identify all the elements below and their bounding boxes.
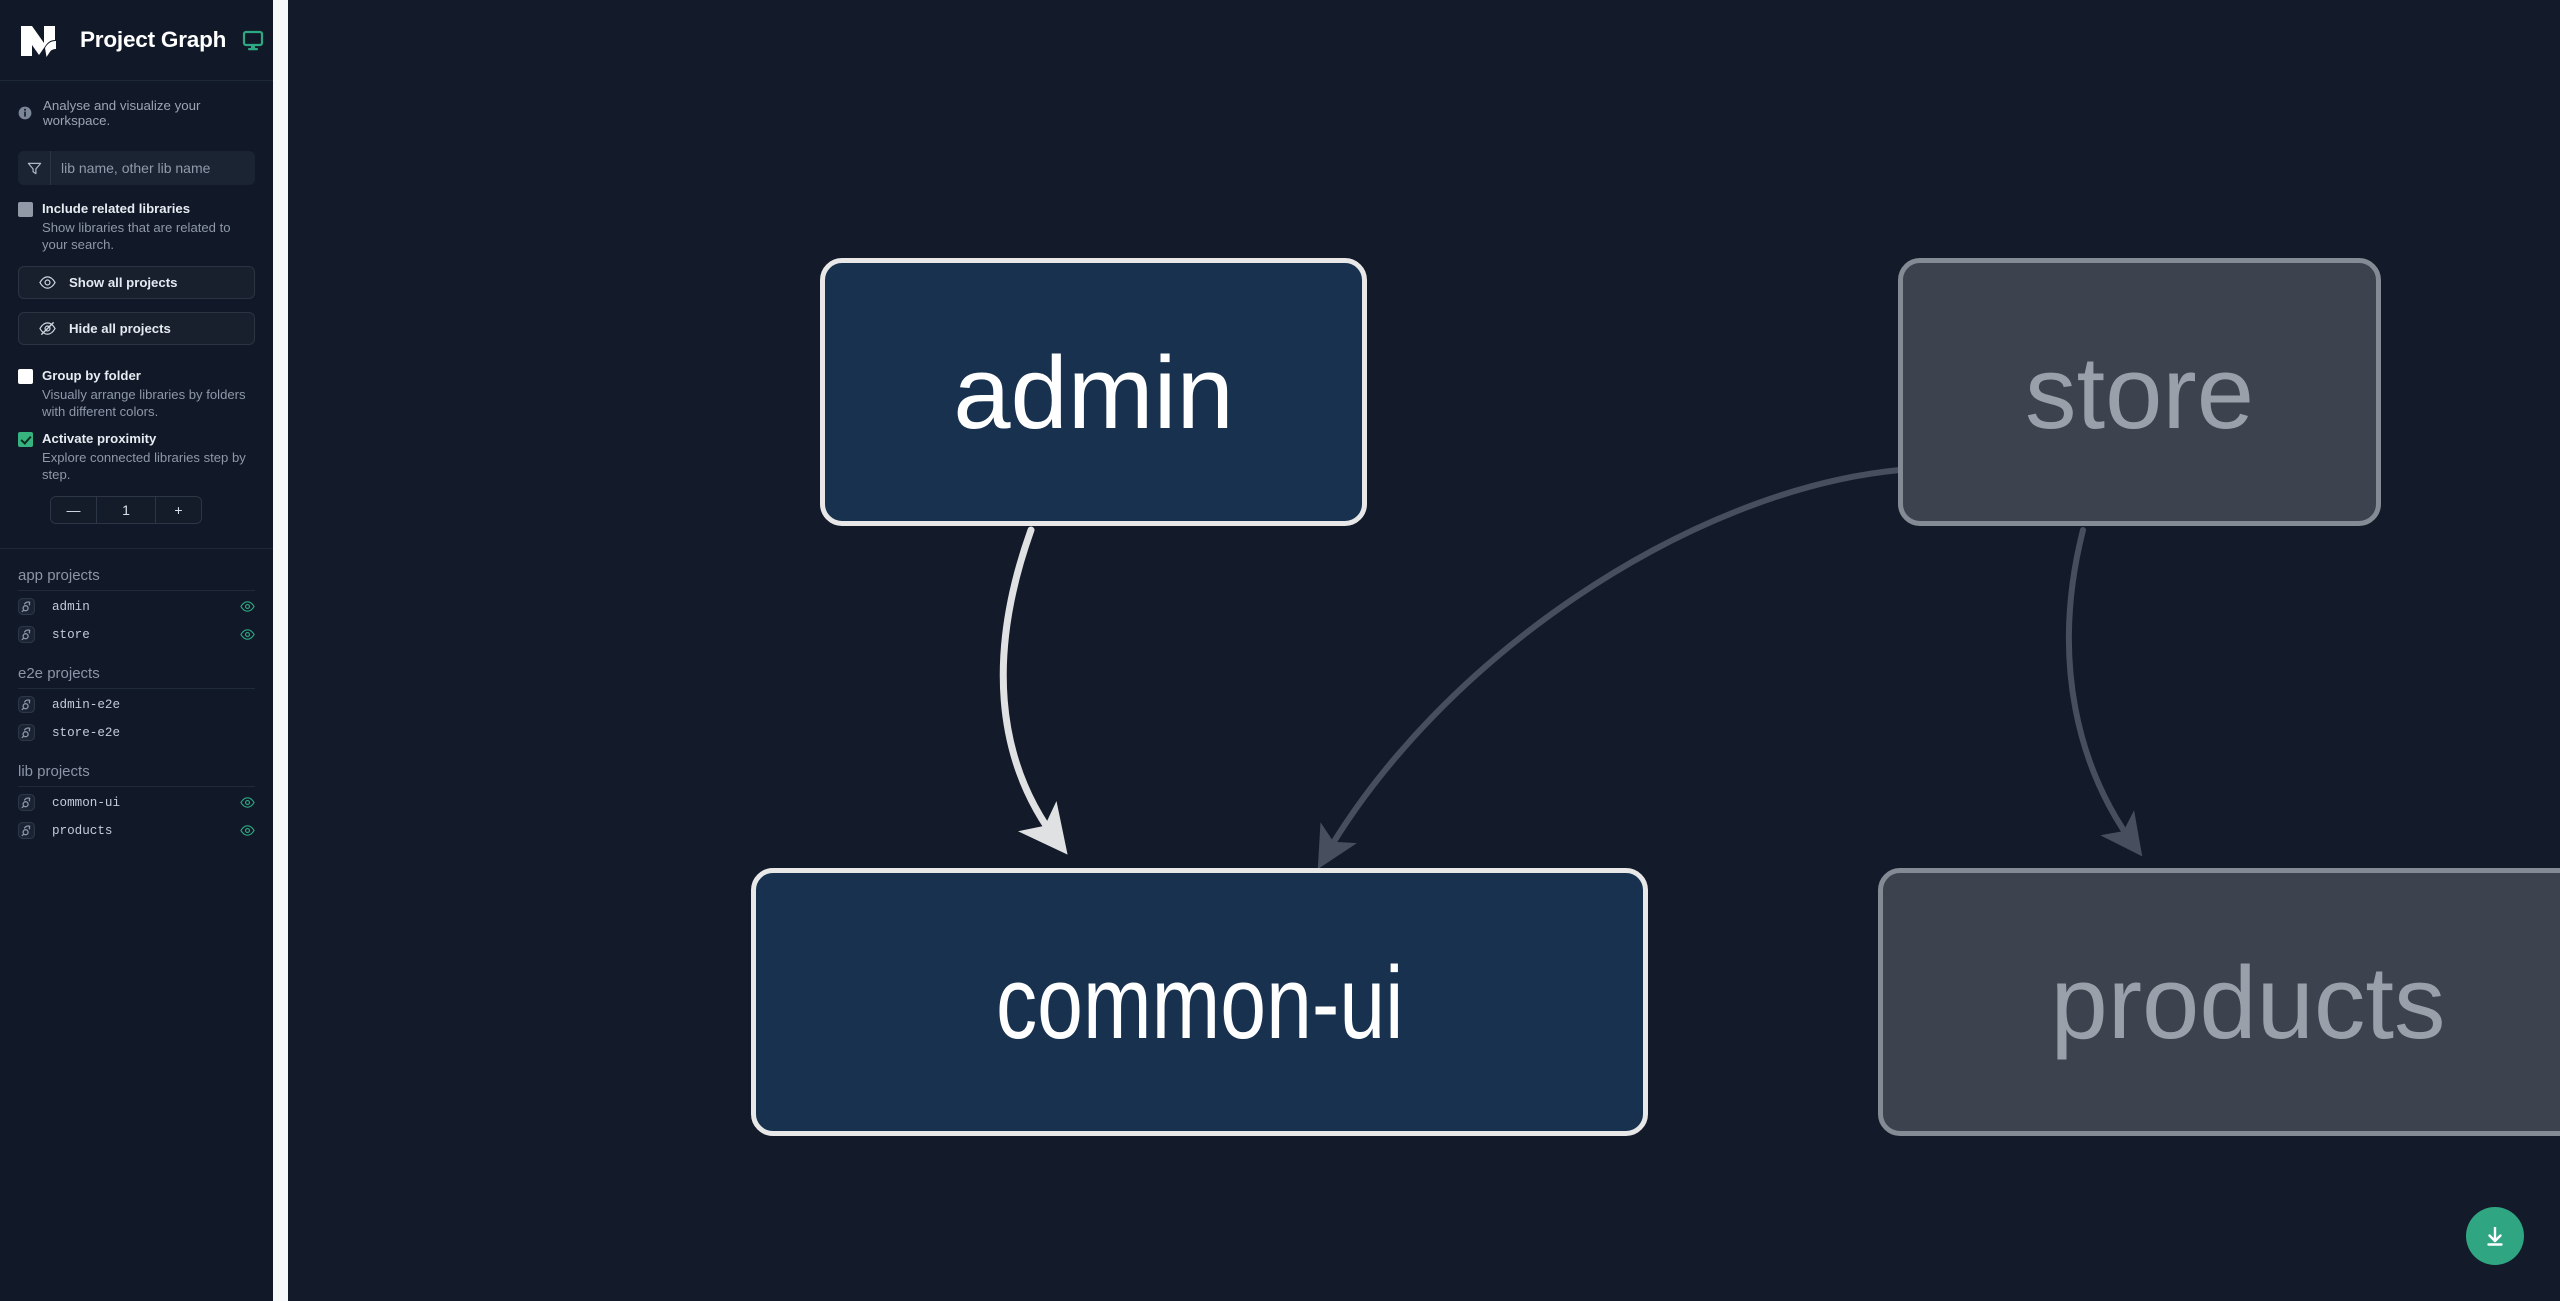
checkbox-include-related-libraries[interactable] — [18, 202, 33, 217]
option-include-related-libraries[interactable]: Include related libraries Show libraries… — [18, 200, 255, 253]
edge-store-to-common-ui — [1317, 467, 1903, 870]
option-activate-proximity[interactable]: Activate proximity Explore connected lib… — [18, 430, 255, 483]
option-group-by-folder[interactable]: Group by folder Visually arrange librari… — [18, 367, 255, 420]
option-label: Group by folder — [42, 368, 141, 383]
download-arrow-icon — [2487, 1227, 2503, 1246]
graph-canvas[interactable]: admin store common-ui products — [288, 0, 2560, 1301]
graph-node-label: admin — [953, 334, 1234, 450]
option-label: Include related libraries — [42, 201, 191, 216]
graph-edges — [999, 467, 2143, 870]
project-name: admin-e2e — [52, 697, 121, 712]
project-group-rule — [18, 786, 255, 787]
eye-off-icon — [39, 320, 56, 337]
project-list-item[interactable]: admin-e2e — [0, 692, 273, 717]
show-all-projects-button[interactable]: Show all projects — [18, 266, 255, 299]
filter-funnel-icon — [18, 151, 51, 185]
sidebar-scrollbar[interactable] — [273, 0, 288, 1301]
stepper-increment-button[interactable]: + — [156, 497, 201, 523]
proximity-stepper[interactable]: — 1 + — [50, 496, 202, 524]
option-description: Show libraries that are related to your … — [42, 220, 231, 252]
option-description: Visually arrange libraries by folders wi… — [42, 387, 246, 419]
graph-node-label: store — [2025, 334, 2254, 450]
project-group-title: lib projects — [18, 763, 90, 780]
project-icon — [18, 822, 35, 839]
project-name: store — [52, 627, 90, 642]
tagline-text: Analyse and visualize your workspace. — [43, 98, 201, 128]
project-icon — [18, 598, 35, 615]
project-name: products — [52, 823, 113, 838]
show-all-projects-label: Show all projects — [69, 275, 178, 290]
hide-all-projects-label: Hide all projects — [69, 321, 171, 336]
project-list-item[interactable]: store — [0, 622, 273, 647]
monitor-icon[interactable] — [242, 29, 264, 51]
search-field[interactable] — [18, 151, 255, 185]
project-icon — [18, 696, 35, 713]
project-icon — [18, 724, 35, 741]
tagline: Analyse and visualize your workspace. — [0, 81, 273, 128]
page-title: Project Graph — [80, 27, 227, 52]
project-name: store-e2e — [52, 725, 121, 740]
project-list-item[interactable]: store-e2e — [0, 720, 273, 745]
search-input[interactable] — [51, 151, 255, 185]
project-list-item[interactable]: common-ui — [0, 790, 273, 815]
project-list-item[interactable]: admin — [0, 594, 273, 619]
project-group-title: e2e projects — [18, 665, 100, 682]
nx-logo-icon — [18, 20, 64, 60]
eye-icon[interactable] — [240, 627, 255, 642]
info-icon — [18, 106, 32, 120]
option-description: Explore connected libraries step by step… — [42, 450, 246, 482]
project-icon — [18, 626, 35, 643]
sidebar-header: Project Graph — [0, 0, 273, 81]
graph-node-store[interactable]: store — [1898, 258, 2381, 526]
eye-icon[interactable] — [240, 823, 255, 838]
edge-admin-to-common-ui — [999, 526, 1068, 855]
project-group-title: app projects — [18, 567, 100, 584]
project-name: admin — [52, 599, 90, 614]
download-graph-button[interactable] — [2466, 1207, 2524, 1265]
option-label: Activate proximity — [42, 431, 157, 446]
eye-icon — [39, 274, 56, 291]
eye-icon[interactable] — [240, 795, 255, 810]
sidebar-controls: Include related libraries Show libraries… — [0, 151, 273, 524]
eye-icon[interactable] — [240, 599, 255, 614]
graph-node-label: products — [2050, 944, 2446, 1060]
graph-node-label: common-ui — [995, 944, 1404, 1060]
graph-node-admin[interactable]: admin — [820, 258, 1367, 526]
project-groups: app projects admin store e2e projects admin-… — [0, 549, 273, 843]
sidebar: Project Graph Analyse and visualize your… — [0, 0, 273, 1301]
project-group-rule — [18, 590, 255, 591]
project-list-item[interactable]: products — [0, 818, 273, 843]
project-group-rule — [18, 688, 255, 689]
edge-store-to-products — [2066, 527, 2143, 857]
stepper-value: 1 — [96, 497, 156, 523]
project-name: common-ui — [52, 795, 121, 810]
hide-all-projects-button[interactable]: Hide all projects — [18, 312, 255, 345]
sidebar-divider — [0, 548, 273, 549]
checkbox-activate-proximity[interactable] — [18, 432, 33, 447]
checkbox-group-by-folder[interactable] — [18, 369, 33, 384]
graph-node-common-ui[interactable]: common-ui — [751, 868, 1648, 1136]
project-icon — [18, 794, 35, 811]
stepper-decrement-button[interactable]: — — [51, 497, 96, 523]
graph-node-products[interactable]: products — [1878, 868, 2560, 1136]
